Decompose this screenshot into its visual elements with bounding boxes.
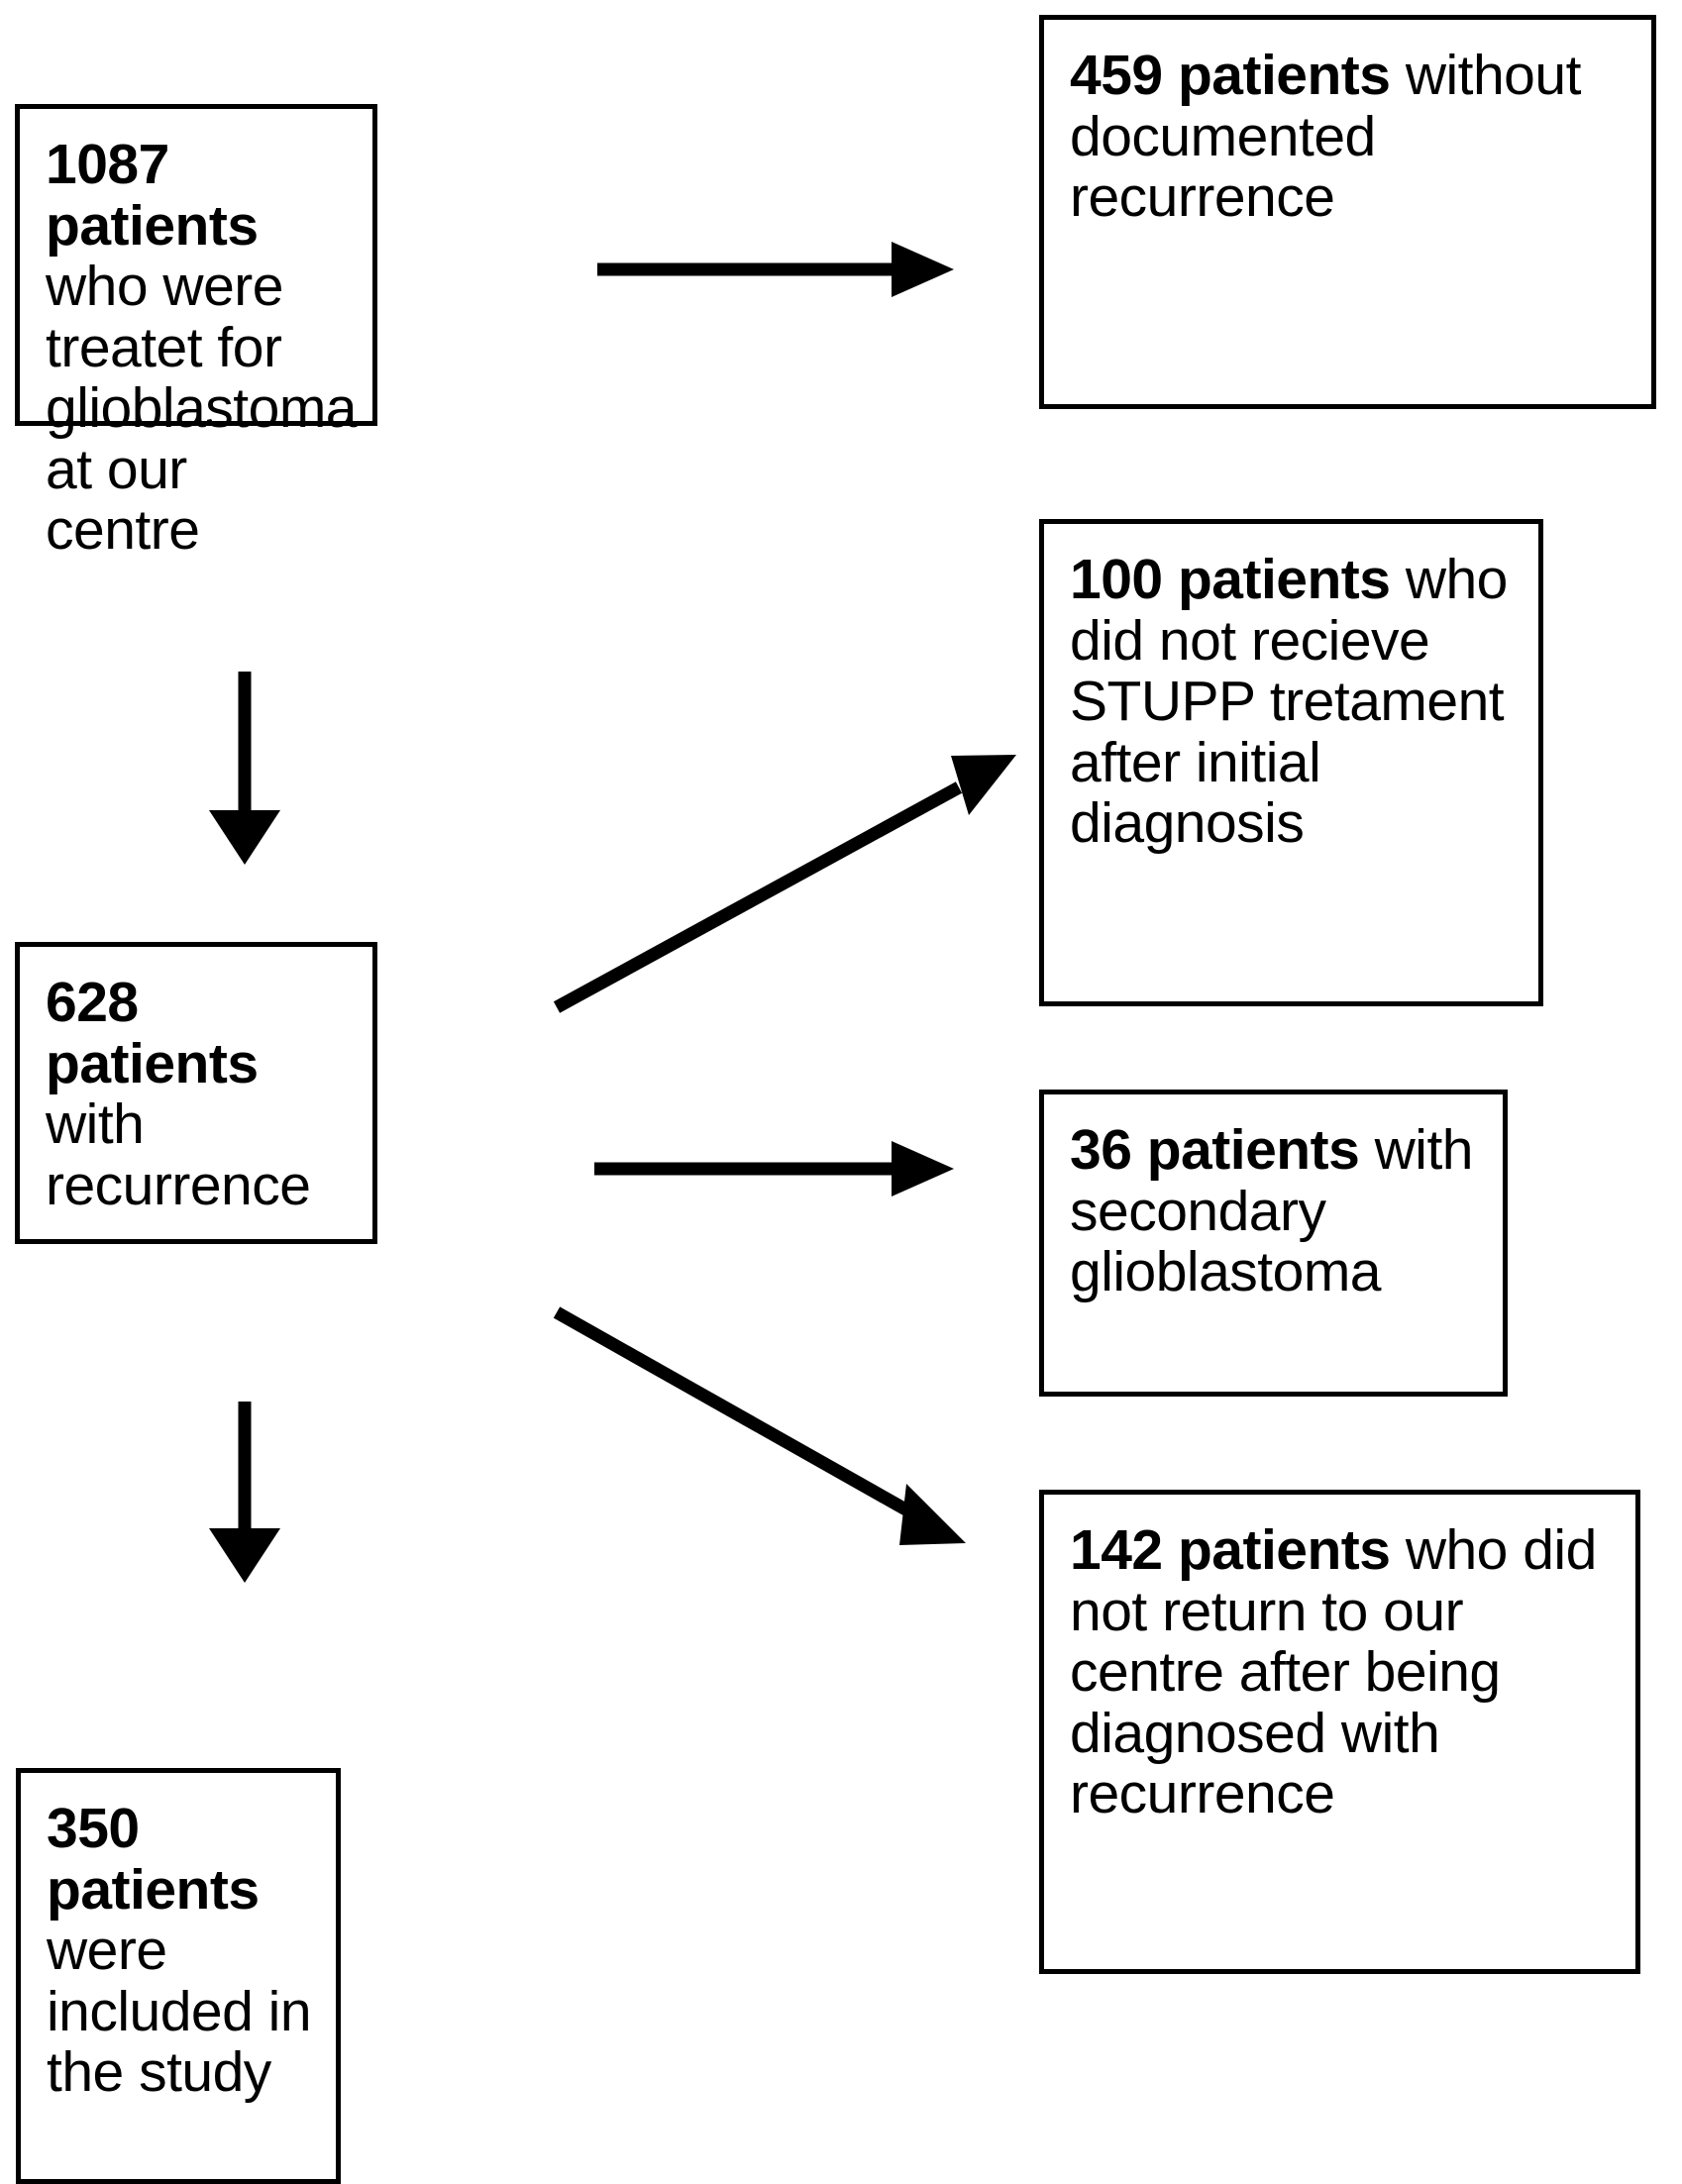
node-excluded-no-return-body: who did not return to our centre after b… <box>1070 1518 1597 1826</box>
node-excluded-no-recurrence: 459 patients without documented recurren… <box>1039 15 1656 409</box>
node-total-cohort: 1087 patients who were treatet for gliob… <box>15 104 377 561</box>
node-excluded-secondary-gbm-lead: 36 patients <box>1070 1118 1360 1182</box>
node-excluded-no-return-text: 142 patients who did not return to our c… <box>1070 1518 1614 1826</box>
edge-recurrence-to-no-stupp <box>553 755 1016 1013</box>
node-included-cohort: 350 patients were included in the study <box>16 1768 341 2184</box>
node-total-cohort-body: who were treatet for glioblastoma at our… <box>46 255 358 563</box>
node-excluded-no-recurrence-lead: 459 patients <box>1070 44 1391 107</box>
node-excluded-no-stupp-lead: 100 patients <box>1070 548 1391 611</box>
node-total-cohort-text: 1087 patients who were treatet for gliob… <box>46 133 358 562</box>
node-excluded-no-recurrence-body: without documented recurrence <box>1070 44 1581 230</box>
node-excluded-no-recurrence-text: 459 patients without documented recurren… <box>1070 44 1629 230</box>
node-excluded-no-stupp-body: who did not recieve STUPP tretament afte… <box>1070 548 1508 856</box>
node-recurrence-cohort-body: with recurrence <box>46 1092 311 1217</box>
edge-total-to-recurrence <box>209 672 280 865</box>
node-excluded-no-return: 142 patients who did not return to our c… <box>1039 1490 1640 1974</box>
edge-recurrence-to-secondary <box>594 1141 954 1196</box>
node-included-cohort-body: were included in the study <box>47 1919 312 2105</box>
node-excluded-secondary-gbm: 36 patients with secondary glioblastoma <box>1039 1090 1508 1397</box>
node-recurrence-cohort-lead: 628 patients <box>46 971 259 1095</box>
node-included-cohort-lead: 350 patients <box>47 1797 260 1922</box>
node-recurrence-cohort-text: 628 patients with recurrence <box>46 971 351 1217</box>
edge-recurrence-to-no-return <box>553 1306 966 1545</box>
node-excluded-no-stupp-text: 100 patients who did not recieve STUPP t… <box>1070 548 1517 856</box>
node-excluded-secondary-gbm-body: with secondary glioblastoma <box>1070 1118 1473 1304</box>
node-excluded-no-return-lead: 142 patients <box>1070 1518 1391 1582</box>
node-excluded-no-stupp: 100 patients who did not recieve STUPP t… <box>1039 519 1543 1006</box>
edge-total-to-no-recurrence <box>597 242 954 297</box>
node-excluded-secondary-gbm-text: 36 patients with secondary glioblastoma <box>1070 1118 1481 1304</box>
node-included-cohort-text: 350 patients were included in the study <box>47 1797 314 2105</box>
node-recurrence-cohort: 628 patients with recurrence <box>15 942 377 1244</box>
node-total-cohort-lead: 1087 patients <box>46 133 259 258</box>
edge-recurrence-to-included <box>209 1402 280 1583</box>
